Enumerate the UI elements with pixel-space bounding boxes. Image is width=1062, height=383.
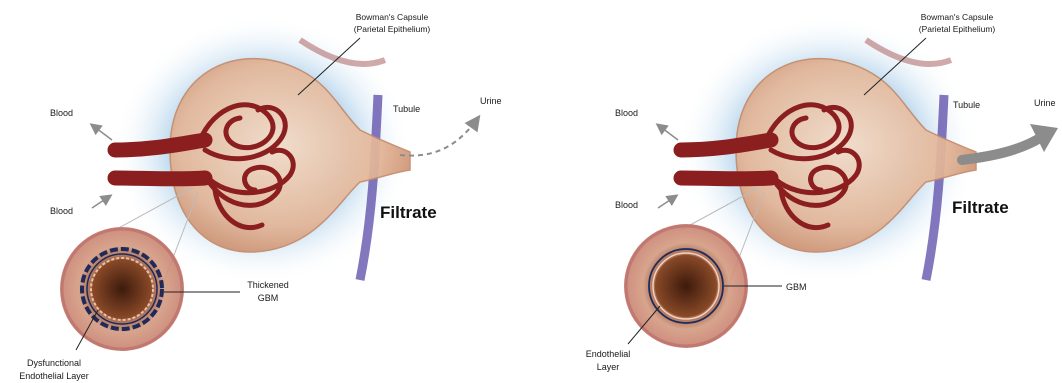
blood-out-arrow xyxy=(658,125,678,140)
panel-left: Bowman's Capsule (Parietal Epithelium) B… xyxy=(19,12,501,381)
capillary-lumen xyxy=(92,259,152,319)
gbm-label-line1: GBM xyxy=(786,282,807,292)
urine-label: Urine xyxy=(1034,98,1056,108)
endothelial-label-line2: Layer xyxy=(597,362,620,372)
blood-label-top: Blood xyxy=(615,108,638,118)
gbm-label-line2: GBM xyxy=(258,293,279,303)
urine-label: Urine xyxy=(480,96,502,106)
endothelial-label-line2: Endothelial Layer xyxy=(19,371,89,381)
endothelial-label-line1: Endothelial xyxy=(586,349,631,359)
vessel-afferent xyxy=(115,178,205,179)
capillary-lumen xyxy=(655,255,717,317)
blood-label-bottom: Blood xyxy=(50,206,73,216)
capsule-label-line2: (Parietal Epithelium) xyxy=(354,24,431,34)
capillary-cross-section-inset xyxy=(60,227,184,351)
blood-label-top: Blood xyxy=(50,108,73,118)
vessel-afferent xyxy=(681,178,771,179)
tubule-label: Tubule xyxy=(393,104,420,114)
blood-in-arrow xyxy=(92,196,110,208)
filtrate-label: Filtrate xyxy=(380,203,437,222)
endothelial-label-line1: Dysfunctional xyxy=(27,358,81,368)
filtrate-label: Filtrate xyxy=(952,198,1009,217)
blood-in-arrow xyxy=(658,196,676,208)
capsule-label-line1: Bowman's Capsule xyxy=(356,12,429,22)
panel-right: Bowman's Capsule (Parietal Epithelium) B… xyxy=(586,12,1058,372)
blood-label-bottom: Blood xyxy=(615,200,638,210)
capsule-label-line1: Bowman's Capsule xyxy=(921,12,994,22)
tubule-label: Tubule xyxy=(953,100,980,110)
gbm-label-line1: Thickened xyxy=(247,280,289,290)
blood-out-arrow xyxy=(92,125,112,140)
capsule-label-line2: (Parietal Epithelium) xyxy=(919,24,996,34)
